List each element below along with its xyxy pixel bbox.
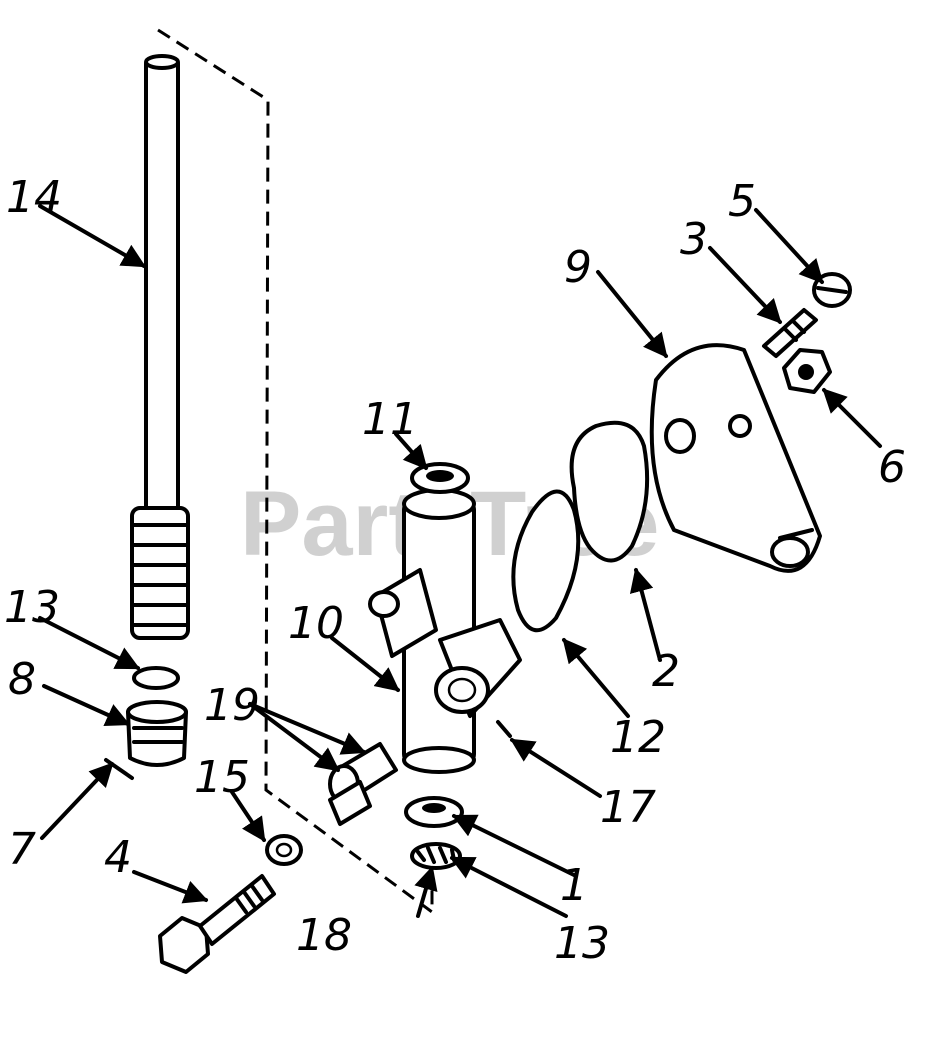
- callout-13-upper: 13: [4, 582, 60, 633]
- callout-13-lower: 13: [554, 918, 610, 969]
- part-8-collar: [126, 700, 188, 767]
- callout-17: 14: [6, 172, 62, 223]
- callout-7: 7: [8, 824, 36, 875]
- callout-18: 18: [296, 910, 352, 961]
- callout-19: 19: [204, 680, 260, 731]
- part-10-valve-body: [368, 488, 522, 774]
- part-6-nut: [782, 348, 832, 394]
- callout-5: 5: [728, 176, 756, 227]
- callout-6: 6: [878, 442, 906, 493]
- part-15-pin: [496, 720, 512, 738]
- part-9-plate: [649, 343, 822, 573]
- callout-12: 12: [610, 712, 666, 763]
- callout-9: 9: [564, 242, 592, 293]
- part-14-washer: [265, 834, 303, 866]
- callout-14: 15: [194, 752, 250, 803]
- callout-4: 4: [104, 832, 132, 883]
- callout-2: 2: [652, 646, 680, 697]
- callout-labels: 14 13 8 7 4 15 19 10 11 1 18 13 17 12 2 …: [4, 172, 906, 969]
- part-12-o-ring: [511, 489, 581, 632]
- part-13-washer-upper: [132, 666, 180, 690]
- part-19-bushing: [328, 742, 398, 826]
- alignment-line: [157, 28, 434, 915]
- part-2-gasket: [569, 420, 650, 563]
- callout-1: 1: [560, 860, 588, 911]
- part-17-spring: [130, 506, 190, 640]
- callout-8: 8: [8, 654, 36, 705]
- callout-3: 3: [680, 214, 708, 265]
- part-17-shaft: [130, 54, 190, 640]
- callout-15: 17: [600, 782, 656, 833]
- part-4-bolt: [158, 874, 276, 974]
- part-3-stud: [762, 308, 818, 358]
- callout-10: 10: [288, 598, 344, 649]
- callout-11: 11: [362, 394, 418, 445]
- leader-lines: [38, 204, 882, 918]
- part-13-18-lock-washer: [410, 842, 462, 870]
